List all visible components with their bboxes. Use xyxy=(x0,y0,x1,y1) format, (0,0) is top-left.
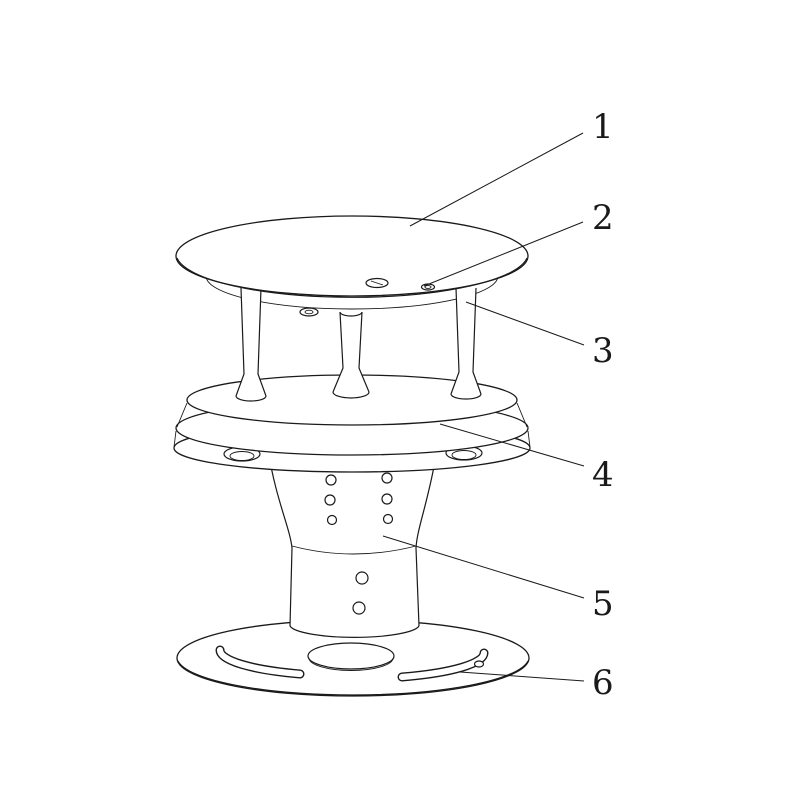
flange-center-hole xyxy=(307,642,395,670)
callout-4-leader xyxy=(439,423,585,467)
callout-2-label: 2 xyxy=(592,198,614,238)
cap-underside-edge xyxy=(205,275,499,310)
callout-3-leader xyxy=(465,301,585,346)
callout-5-leader xyxy=(382,535,585,599)
sensor-body xyxy=(267,449,438,638)
callout-2-leader xyxy=(423,221,584,287)
callout-4-label: 4 xyxy=(592,455,614,495)
flange-rim xyxy=(177,660,529,696)
flange-arc-slot-right-inner xyxy=(398,649,488,681)
plate-skirt-right xyxy=(527,430,531,448)
top-plate-holes xyxy=(299,277,436,317)
plate-slot-left-inner xyxy=(229,451,255,461)
cap-rim xyxy=(176,257,528,298)
cap-screw-slot xyxy=(370,280,384,286)
body-bottom-edge xyxy=(289,625,420,638)
body-hole xyxy=(382,513,394,525)
cap-hole-inner xyxy=(304,309,314,315)
top-cap xyxy=(175,215,529,298)
callouts: 1 2 3 4 5 6 xyxy=(382,107,614,703)
body-seam xyxy=(291,545,417,555)
plate-slot-right-inner xyxy=(451,450,477,460)
mounting-flange xyxy=(176,619,530,697)
reflector-plate-stack xyxy=(173,374,531,473)
body-hole xyxy=(355,571,369,585)
callout-2: 2 xyxy=(423,198,614,287)
body-hole xyxy=(381,472,393,484)
body-fill xyxy=(268,450,437,638)
flange-center-hole-depth xyxy=(308,657,394,671)
plate-cone-right xyxy=(516,402,528,428)
callout-1-leader xyxy=(409,132,584,227)
callout-6-leader xyxy=(459,671,585,682)
support-posts xyxy=(235,287,482,402)
callout-6-label: 6 xyxy=(592,663,614,703)
body-hole xyxy=(325,474,337,486)
post-right xyxy=(450,287,482,400)
callout-5-label: 5 xyxy=(592,584,614,624)
callout-1-label: 1 xyxy=(592,107,614,147)
post-left xyxy=(235,287,267,402)
plate-skirt-left xyxy=(173,430,177,448)
plate-cone-left xyxy=(176,402,188,428)
callout-3: 3 xyxy=(465,301,614,371)
cap-hole xyxy=(299,307,319,317)
body-hole xyxy=(352,601,366,615)
body-holes xyxy=(324,472,394,615)
callout-1: 1 xyxy=(409,107,614,227)
callout-4: 4 xyxy=(439,423,614,495)
cap-small-hole-inner xyxy=(424,285,432,289)
post-middle xyxy=(332,311,370,399)
callout-5: 5 xyxy=(382,535,614,624)
cap-disc xyxy=(175,215,529,297)
flange-arc-slot-left-inner xyxy=(216,646,304,678)
callout-3-label: 3 xyxy=(592,331,614,371)
body-hole xyxy=(381,493,393,505)
body-hole xyxy=(326,514,338,526)
callout-6: 6 xyxy=(459,663,614,703)
body-hole xyxy=(324,494,336,506)
flange-small-hole xyxy=(473,660,485,668)
